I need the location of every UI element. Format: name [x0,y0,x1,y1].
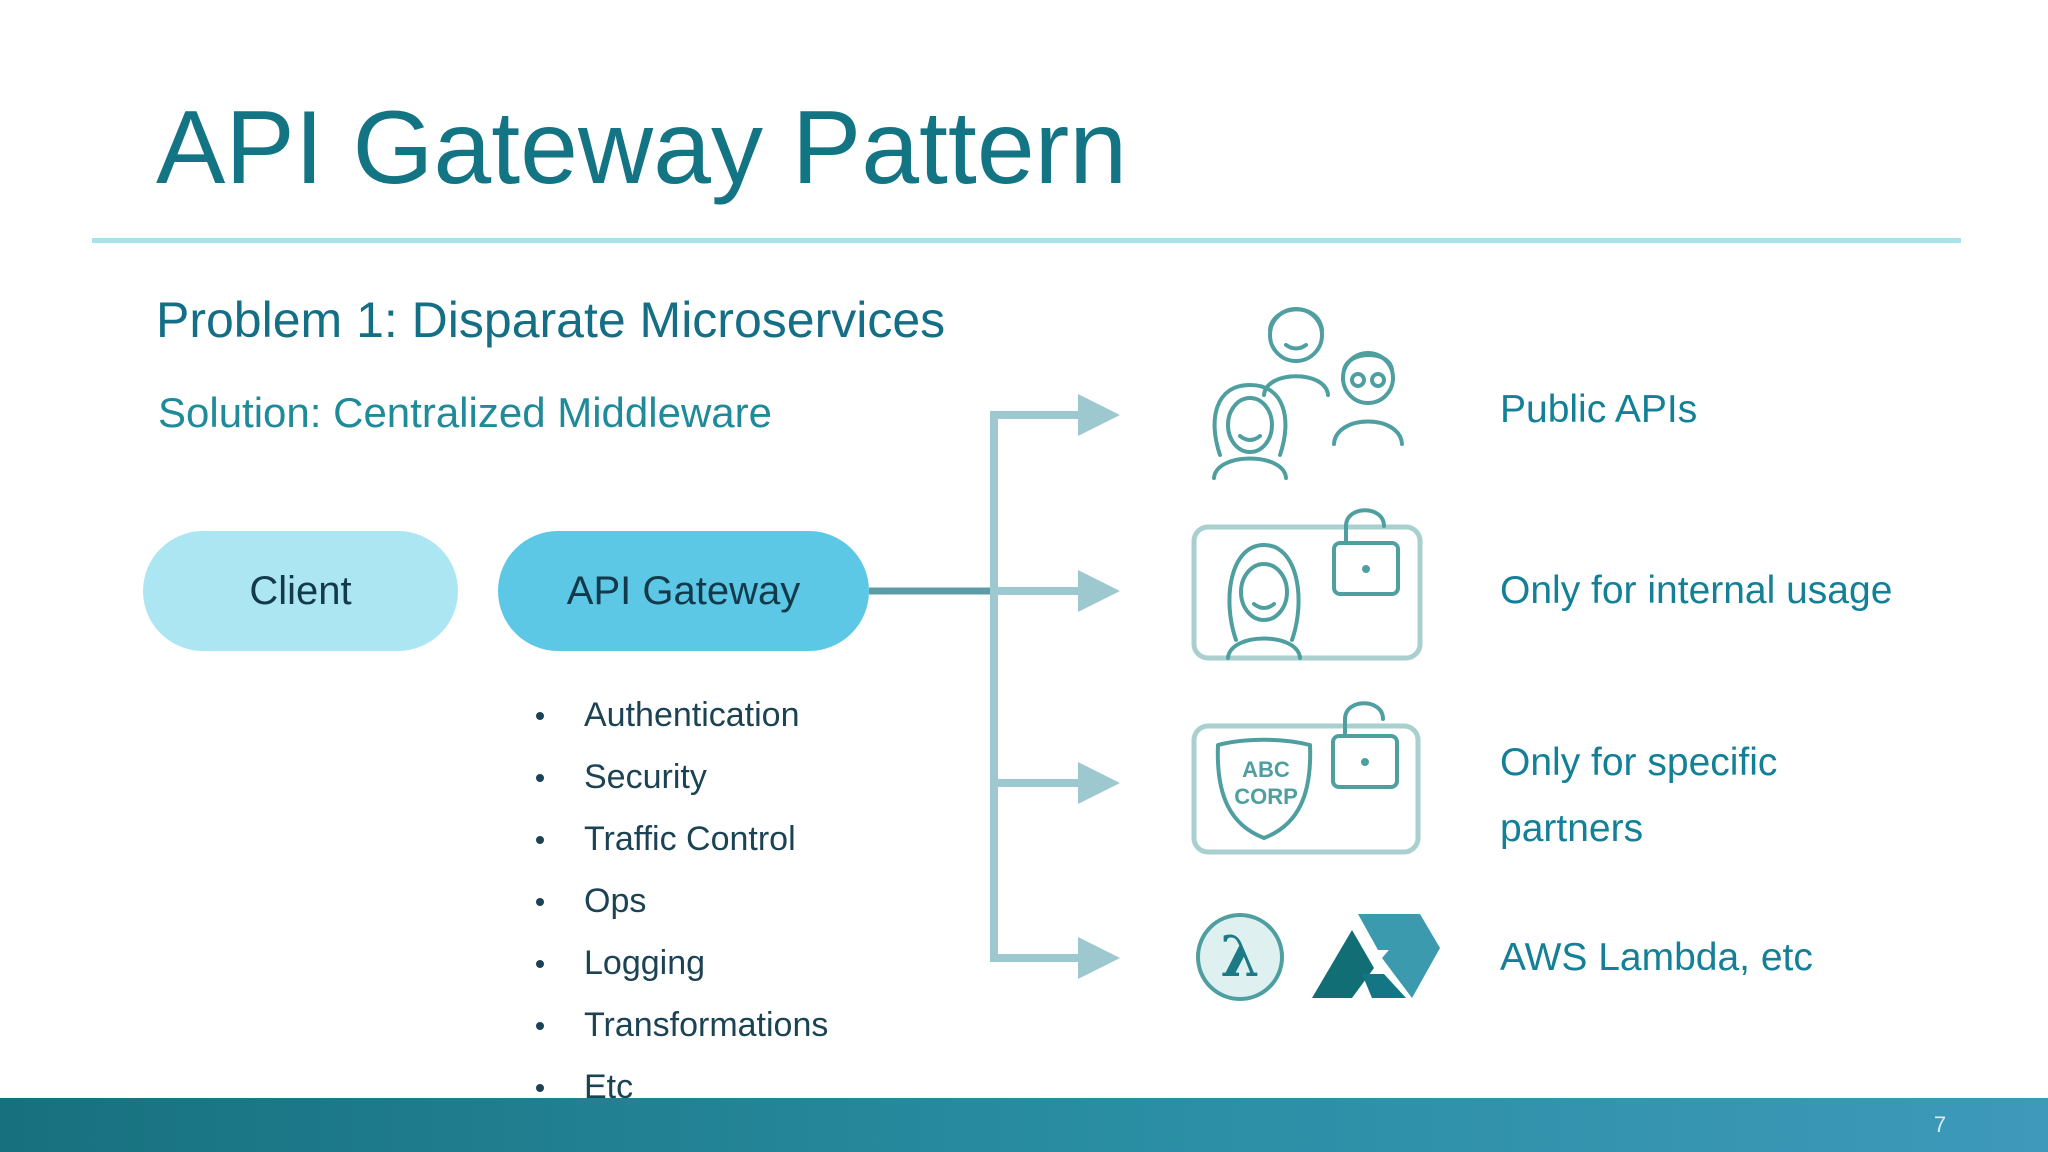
feature-label: Transformations [584,1006,829,1044]
page-number: 7 [1933,1112,1947,1137]
users-group-icon [1212,307,1404,480]
feature-item: Security [530,750,828,812]
feature-item: Traffic Control [530,812,828,874]
target-label-internal: Only for internal usage [1500,569,1893,612]
svg-text:λ: λ [1220,924,1259,990]
feature-label: Ops [584,882,647,920]
solution-subheading: Solution: Centralized Middleware [158,389,772,436]
target-label-partners: Only for specific partners [1500,741,1778,850]
arrow-right-icon [1078,762,1120,804]
feature-item: Ops [530,874,828,936]
gateway-feature-list: Authentication Security Traffic Control … [530,688,828,1122]
client-node: Client [143,531,458,651]
bullet-icon [536,774,544,782]
feature-item: Transformations [530,998,828,1060]
client-node-label: Client [249,568,352,613]
partner-badge-line1: ABC [1242,757,1290,782]
bullet-icon [536,1022,544,1030]
feature-label: Traffic Control [584,820,796,858]
partner-corp-lock-icon [1191,701,1421,855]
connector-lines [869,411,1085,962]
footer-bar [0,1098,2048,1152]
feature-label: Logging [584,944,706,982]
feature-item: Logging [530,936,828,998]
arrow-right-icon [1078,394,1120,436]
bullet-icon [536,960,544,968]
partner-badge-line2: CORP [1234,784,1298,809]
feature-item: Authentication [530,688,828,750]
bullet-icon [536,712,544,720]
target-label-public-apis: Public APIs [1500,388,1698,431]
bullet-icon [536,898,544,906]
arrow-right-icon [1078,937,1120,979]
internal-user-lock-icon [1191,508,1423,661]
feature-label: Security [584,758,707,796]
api-gateway-node: API Gateway [498,531,869,651]
feature-label: Authentication [584,696,800,734]
cloud-service-logo-icon [1312,914,1440,998]
lambda-icon: λ [1196,913,1284,1001]
arrow-right-icon [1078,570,1120,612]
problem-heading: Problem 1: Disparate Microservices [156,292,946,348]
api-gateway-node-label: API Gateway [566,568,801,613]
bullet-icon [536,836,544,844]
arrowheads [1078,394,1120,979]
target-label-lambda: AWS Lambda, etc [1500,936,1813,979]
bullet-icon [536,1084,544,1092]
title-divider [92,238,1961,243]
slide-title: API Gateway Pattern [156,90,1128,206]
